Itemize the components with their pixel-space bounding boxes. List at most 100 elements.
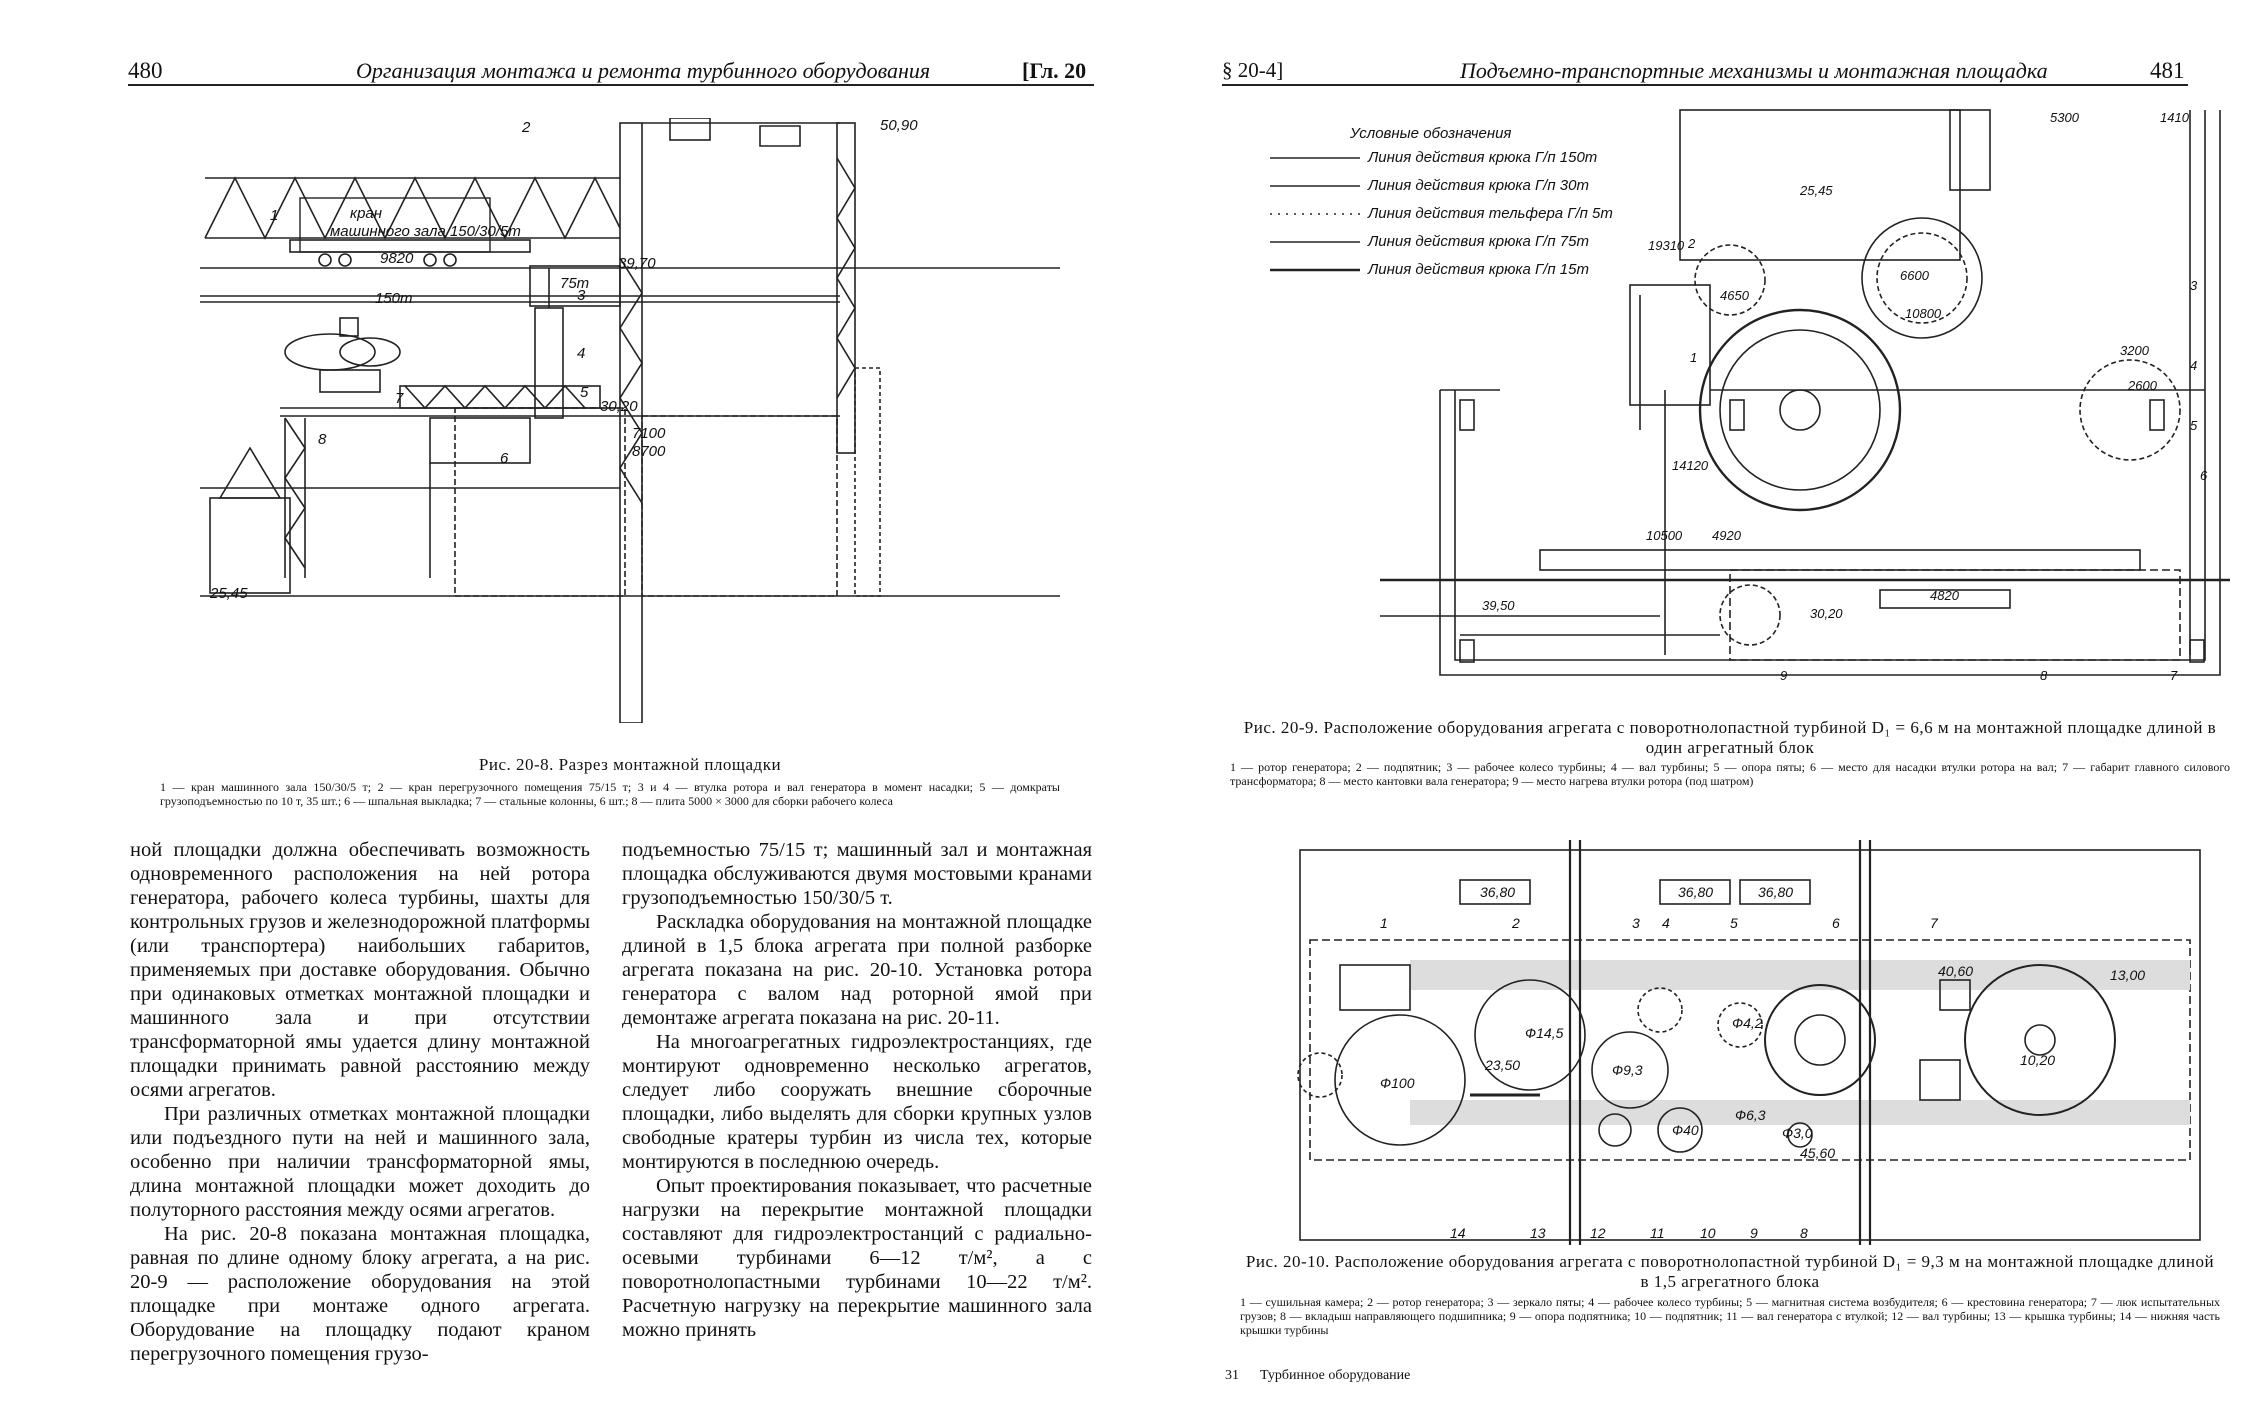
fig9-dim-5300: 5300 [2050,110,2080,125]
fig9-num-7: 7 [2170,668,2178,680]
col2-para-4: Опыт проектирования показывает, что расч… [622,1175,1092,1341]
col1-para-3: На рис. 20-8 показана монтажная площадка… [130,1223,590,1365]
fig9-legend-4: Линия действия крюка Г/п 75т [1367,233,1589,250]
fig10-num-13: 13 [1530,1225,1546,1241]
left-column-2: подъемностью 75/15 т; машинный зал и мон… [622,838,1092,1342]
fig10-num-6: 6 [1832,915,1840,931]
fig10-elev-1: 36,80 [1480,884,1515,900]
fig9-legend-2: Линия действия крюка Г/п 30т [1367,177,1589,194]
fig10-num-14: 14 [1450,1225,1466,1241]
figure-20-10-drawing: 36,80 36,80 36,80 Ф100 Ф14,5 Ф9,3 Ф40 Ф6… [1297,840,2201,1245]
fig10-num-2: 2 [1511,915,1520,931]
fig10-num-1: 1 [1380,915,1388,931]
fig9-dim-6600: 6600 [1900,268,1930,283]
figure-20-8-drawing: кран машинного зала 150/30/5т 9820 50,90… [200,118,1060,723]
fig9-dim-14120: 14120 [1672,458,1709,473]
fig8-num-6: 6 [500,450,509,467]
fig8-caption-title: Рис. 20-8. Разрез монтажной площадки [478,755,782,774]
fig9-dim-3200: 3200 [2120,343,2150,358]
fig8-elev-floor: 30,20 [600,398,638,415]
fig10-num-7: 7 [1930,915,1939,931]
fig9-caption-text: 1 — ротор генератора; 2 — подпятник; 3 —… [1230,760,2230,788]
fig10-num-12: 12 [1590,1225,1606,1241]
fig10-dia-63: Ф6,3 [1735,1107,1766,1123]
fig8-num-7: 7 [395,390,404,407]
fig10-num-10: 10 [1700,1225,1716,1241]
fig9-dim-2600: 2600 [2127,378,2158,393]
header-rule [128,84,1094,86]
figure-20-10: 36,80 36,80 36,80 Ф100 Ф14,5 Ф9,3 Ф40 Ф6… [1280,830,2220,1245]
right-page: § 20-4] Подъемно-транспортные механизмы … [1130,0,2256,1410]
footer-number: 31 [1225,1368,1239,1383]
col2-para-2: Раскладка оборудования на монтажной площ… [622,911,1092,1029]
fig10-dia-145: Ф14,5 [1525,1025,1564,1041]
fig9-dim-4920: 4920 [1712,528,1742,543]
fig9-caption-title: Рис. 20-9. Расположение оборудования агр… [1243,718,2217,757]
fig9-num-5: 5 [2190,418,2198,433]
fig9-dim-10800: 10800 [1905,306,1942,321]
fig9-dim-4650: 4650 [1720,288,1750,303]
fig10-num-4: 4 [1662,915,1670,931]
fig9-dim-19310: 19310 [1648,238,1685,253]
fig9-dim-25-45: 25,45 [1799,183,1833,198]
fig10-elev-2: 36,80 [1678,884,1713,900]
fig9-legend-title: Условные обозначения [1349,125,1511,142]
fig8-hook-150: 150т [375,290,413,307]
col1-para-1: ной площадки должна обеспечивать возможн… [130,839,590,1101]
chapter-label: [Гл. 20 [1022,58,1087,83]
fig9-dim-30-20: 30,20 [1810,606,1843,621]
header-rule-right [1222,84,2188,86]
fig9-num-2: 2 [1687,236,1696,251]
fig10-num-9: 9 [1750,1225,1758,1241]
fig10-dia-93: Ф9,3 [1612,1062,1643,1078]
fig8-num-5: 5 [580,384,589,401]
col1-para-2: При различных отметках монтажной площадк… [130,1103,590,1221]
running-title-right: Подъемно-транспортные механизмы и монтаж… [1460,58,2048,83]
fig8-num-3: 3 [577,287,586,304]
fig8-elev-mid: 39,70 [618,255,656,272]
col2-para-1: подъемностью 75/15 т; машинный зал и мон… [622,839,1092,909]
page-number-right: 481 [2150,58,2185,83]
fig10-dim-2350: 23,50 [1484,1057,1520,1073]
fig9-dim-39-50: 39,50 [1482,598,1515,613]
fig9-dim-4820: 4820 [1930,588,1960,603]
fig10-num-5: 5 [1730,915,1738,931]
fig10-num-3: 3 [1632,915,1640,931]
fig8-elev-top: 50,90 [880,118,918,134]
fig10-elev-4560: 45,60 [1800,1145,1835,1161]
fig9-num-9: 9 [1780,668,1787,680]
fig10-dim-1020: 10,20 [2020,1052,2055,1068]
fig9-num-6: 6 [2200,468,2208,483]
fig8-num-8: 8 [318,431,327,448]
fig10-elev-3: 36,80 [1758,884,1793,900]
fig10-elev-4060: 40,60 [1938,963,1973,979]
figure-20-9: Условные обозначения Линия действия крюк… [1260,100,2235,680]
fig10-num-11: 11 [1650,1225,1665,1241]
figure-20-8: кран машинного зала 150/30/5т 9820 50,90… [200,118,1060,723]
fig10-caption-text: 1 — сушильная камера; 2 — ротор генерато… [1240,1295,2220,1337]
page-number-left: 480 [128,58,163,83]
footer-text: Турбинное оборудование [1260,1368,1411,1383]
fig8-caption-text: 1 — кран машинного зала 150/30/5 т; 2 — … [160,780,1060,808]
fig8-dim-7100: 7100 [632,425,666,442]
fig8-num-2: 2 [521,119,531,136]
fig9-dim-1410: 1410 [2160,110,2190,125]
fig9-legend-5: Линия действия крюка Г/п 15т [1367,261,1589,278]
left-column-1: ной площадки должна обеспечивать возможн… [130,838,590,1366]
fig9-num-4: 4 [2190,358,2197,373]
fig10-dia-42: Ф4,2 [1732,1015,1763,1031]
section-label: § 20-4] [1222,58,1284,82]
fig9-legend-3: Линия действия тельфера Г/п 5т [1367,205,1613,222]
fig9-dim-10500: 10500 [1646,528,1683,543]
figure-20-9-drawing: Условные обозначения Линия действия крюк… [1270,109,2230,680]
fig10-dia-30: Ф3,0 [1782,1125,1813,1141]
fig10-dia-40: Ф40 [1672,1122,1699,1138]
fig9-legend-1: Линия действия крюка Г/п 150т [1367,149,1597,166]
fig10-caption-title: Рис. 20-10. Расположение оборудования аг… [1245,1252,2215,1291]
col2-para-3: На многоагрегатных гидроэлектростанциях,… [622,1031,1092,1173]
left-page: 480 Организация монтажа и ремонта турбин… [128,58,1094,1366]
fig8-elev-base: 25,45 [209,585,248,602]
running-title-left: Организация монтажа и ремонта турбинного… [356,58,931,83]
fig8-label-crane: кран [350,205,382,222]
fig10-dia-100: Ф100 [1380,1075,1415,1091]
